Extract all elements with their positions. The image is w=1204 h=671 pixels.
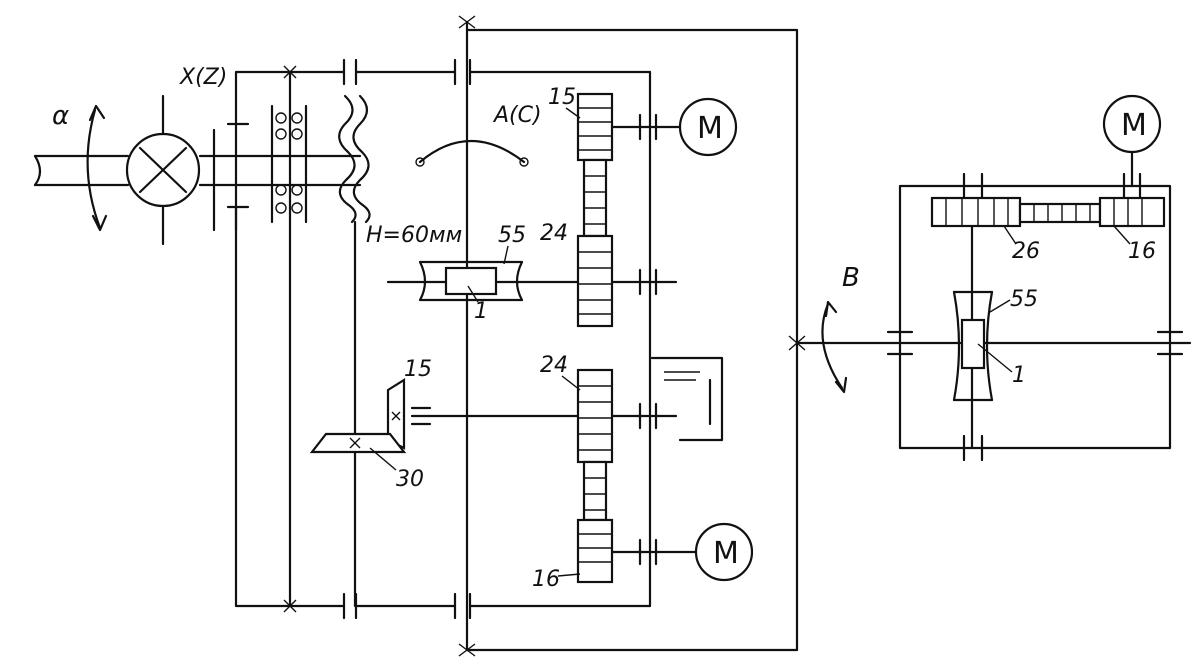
sprocket-15-top <box>576 92 614 162</box>
motor-bottom: M <box>610 522 754 582</box>
bevel-output-shaft <box>410 402 678 430</box>
gear-15-top-leader <box>565 107 581 119</box>
b-rotation-arrow <box>821 300 848 394</box>
input-bearings <box>212 122 250 232</box>
bevel-15-label: 15 <box>404 357 432 382</box>
break-line <box>338 94 371 224</box>
chain-right <box>930 196 1166 228</box>
motor-top: M <box>610 97 738 157</box>
gear-16-right-label: 16 <box>1128 239 1156 264</box>
chain-upper <box>582 158 608 238</box>
alpha-label: α <box>52 101 69 131</box>
gear-16-right-leader <box>1113 225 1131 245</box>
coupling-bottom <box>338 592 652 620</box>
alpha-rotation-arrow <box>86 104 108 232</box>
x-axis-label: X(Z) <box>179 65 227 90</box>
b-axis-label: B <box>842 263 860 293</box>
ball-screw-nut <box>270 104 308 224</box>
main-column <box>458 15 806 657</box>
gear-26-right-leader <box>1003 225 1017 245</box>
bevel-gear-15 <box>386 378 406 450</box>
worm-1-right-leader <box>977 343 1013 373</box>
gear-24-low-label: 24 <box>540 353 568 378</box>
worm-55-left-label: 55 <box>498 223 526 248</box>
gear-24-mid-label: 24 <box>540 221 568 246</box>
coupling-top <box>338 58 652 86</box>
gear-16-low-leader <box>557 573 581 577</box>
sprocket-16-low <box>576 518 614 584</box>
universal-joint <box>125 94 201 246</box>
b-frame <box>886 172 1184 462</box>
chain-lower <box>582 460 608 522</box>
worm-1-right-label: 1 <box>1012 363 1026 388</box>
motor-top-letter: M <box>697 111 723 146</box>
sprocket-24-low <box>576 368 614 464</box>
gear-26-right-label: 26 <box>1012 239 1040 264</box>
worm-right <box>952 290 994 402</box>
motor-bottom-letter: M <box>713 536 739 571</box>
a-axis-label: A(C) <box>492 103 542 128</box>
gear-16-low-label: 16 <box>532 567 560 592</box>
bevel-gear-30 <box>309 432 407 454</box>
bevel-30-label: 30 <box>396 467 424 492</box>
h-label: H=60мм <box>366 223 462 248</box>
worm-55-right-label: 55 <box>1010 287 1038 312</box>
bevel-30-leader <box>369 447 397 471</box>
gear-24-low-leader <box>561 375 581 391</box>
motor-right: M <box>1102 94 1162 188</box>
worm-55-left-leader <box>503 245 509 265</box>
worm-1-left-label: 1 <box>474 299 488 324</box>
rotation-arc <box>415 139 529 167</box>
worm-55-right-leader <box>989 299 1011 313</box>
x-frame <box>234 65 342 613</box>
sprocket-24-mid <box>576 234 614 328</box>
worm-1-left-leader <box>467 285 479 303</box>
gear-15-top-label: 15 <box>548 85 576 110</box>
brake-box <box>650 356 724 442</box>
motor-right-letter: M <box>1121 108 1147 143</box>
worm-shaft-left <box>386 260 678 302</box>
